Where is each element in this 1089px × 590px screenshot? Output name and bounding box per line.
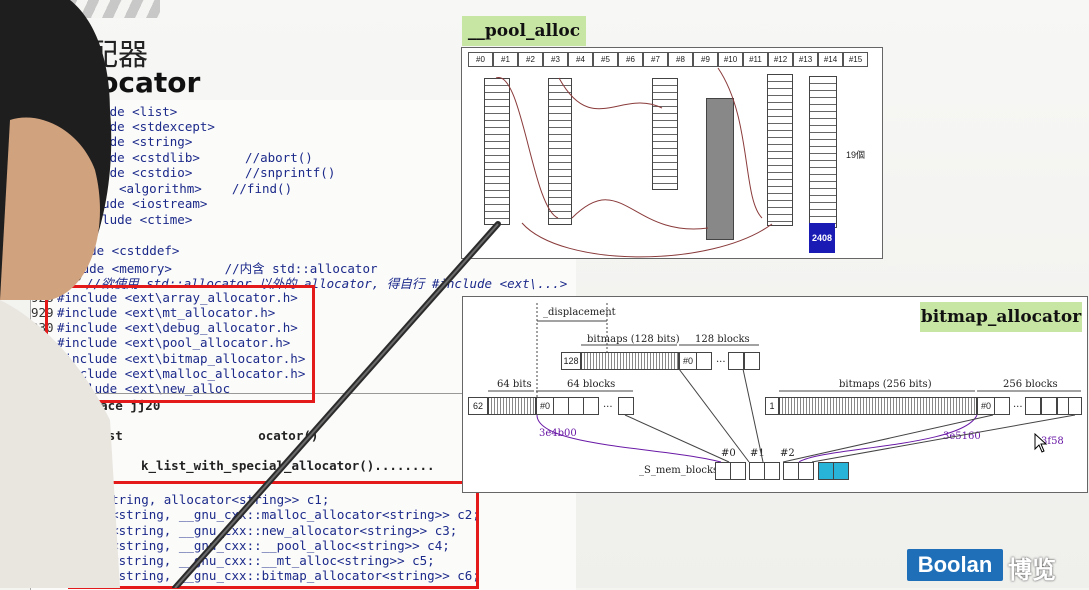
pool-index: #4 <box>568 52 593 67</box>
pool-index: #1 <box>493 52 518 67</box>
pool-index: #3 <box>543 52 568 67</box>
pool-index: #5 <box>593 52 618 67</box>
hex-address-right: 3f58 <box>1041 436 1064 447</box>
bits-64-label: 64 bits <box>497 379 532 390</box>
code-line: <algorithm> //find() <box>119 181 293 196</box>
pool-index: #13 <box>793 52 818 67</box>
blocks-128-label: 128 blocks <box>695 334 750 345</box>
bitmaps-256-label: bitmaps (256 bits) <box>839 379 932 390</box>
mem-index-2: #2 <box>780 448 795 459</box>
cell-block <box>744 352 760 370</box>
pool-chunk-column <box>767 74 793 226</box>
mouse-cursor-icon <box>1034 433 1048 453</box>
pool-alloc-title: __pool_alloc <box>462 16 586 46</box>
pool-index: #12 <box>768 52 793 67</box>
pool-index: #6 <box>618 52 643 67</box>
pool-link-curves <box>495 67 773 258</box>
pool-chunk-column-filled <box>706 98 734 240</box>
cell-block <box>1068 397 1082 415</box>
pool-block-value: 2408 <box>809 223 835 253</box>
cell-block <box>994 397 1010 415</box>
pool-index: #9 <box>693 52 718 67</box>
code-text: #include <ext\debug_allocator.h> <box>57 320 298 335</box>
ellipsis: ... <box>1013 399 1023 410</box>
mem-block-cell <box>764 462 780 480</box>
code-text: #include <ext\pool_allocator.h> <box>57 335 291 350</box>
pool-chunk-column <box>809 76 837 228</box>
cell-block <box>618 397 634 415</box>
code-test-call: k_list_with_special_allocator()........ <box>141 458 435 473</box>
mem-block-cell <box>730 462 746 480</box>
cell-62: 62 <box>468 397 488 415</box>
mem-blocks-label: _S_mem_blocks <box>639 465 719 476</box>
cell-block <box>728 352 744 370</box>
blocks-64-label: 64 blocks <box>567 379 616 390</box>
mem-block-cell-highlight <box>833 462 849 480</box>
bitmap-bits-256 <box>779 397 977 415</box>
bitmap-bits-128 <box>581 352 679 370</box>
code-text: #include <ext\array_allocator.h> <box>57 290 298 305</box>
hex-address-mid: 3e5160 <box>943 431 981 442</box>
ellipsis: ... <box>716 354 726 365</box>
code-line: 929#include <ext\mt_allocator.h> <box>31 305 275 320</box>
boolan-logo-cn: 博览 <box>1008 556 1056 584</box>
pool-chunk-column <box>652 78 678 190</box>
cell-block <box>1025 397 1041 415</box>
pool-alloc-diagram: #0 #1 #2 #3 #4 #5 #6 #7 #8 #9 #10 #11 #1… <box>461 47 883 259</box>
cell-block <box>1041 397 1057 415</box>
pool-index: #2 <box>518 52 543 67</box>
displacement-label: _displacement <box>543 307 616 318</box>
pool-index: #15 <box>843 52 868 67</box>
bitmap-arrows <box>488 303 1081 463</box>
blocks-256-label: 256 blocks <box>1003 379 1058 390</box>
pool-index: #7 <box>643 52 668 67</box>
pool-index: #14 <box>818 52 843 67</box>
pool-index: #8 <box>668 52 693 67</box>
cell-block <box>583 397 599 415</box>
mem-index-0: #0 <box>721 448 736 459</box>
code-list-decl: string, allocator<string>> c1; <box>81 492 330 507</box>
code-text: #include <ext\bitmap_allocator.h> <box>57 351 306 366</box>
cell-128: 128 <box>561 352 581 370</box>
bitmap-allocator-title: bitmap_allocator <box>920 302 1082 332</box>
ellipsis: ... <box>603 399 613 410</box>
bitmap-bits-64 <box>488 397 536 415</box>
code-divider <box>30 393 575 394</box>
code-text: #include <ext\mt_allocator.h> <box>57 305 276 320</box>
code-list-decl: list<string, __gnu_cxx::bitmap_allocator… <box>81 568 480 583</box>
pool-chunk-column <box>484 78 510 225</box>
cell-1: 1 <box>765 397 779 415</box>
cell-block <box>696 352 712 370</box>
pool-chunk-column <box>548 78 572 225</box>
bitmaps-128-label: bitmaps (128 bits) <box>587 334 680 345</box>
pool-side-label: 19個 <box>846 150 866 160</box>
pool-index: #10 <box>718 52 743 67</box>
mem-index-1: #1 <box>750 448 765 459</box>
mem-block-cell <box>798 462 814 480</box>
code-line: 930#include <ext\debug_allocator.h> <box>31 320 298 335</box>
boolan-logo: Boolan <box>907 549 1003 581</box>
pool-index: #0 <box>468 52 493 67</box>
presenter-figure <box>0 0 120 588</box>
pool-index: #11 <box>743 52 768 67</box>
